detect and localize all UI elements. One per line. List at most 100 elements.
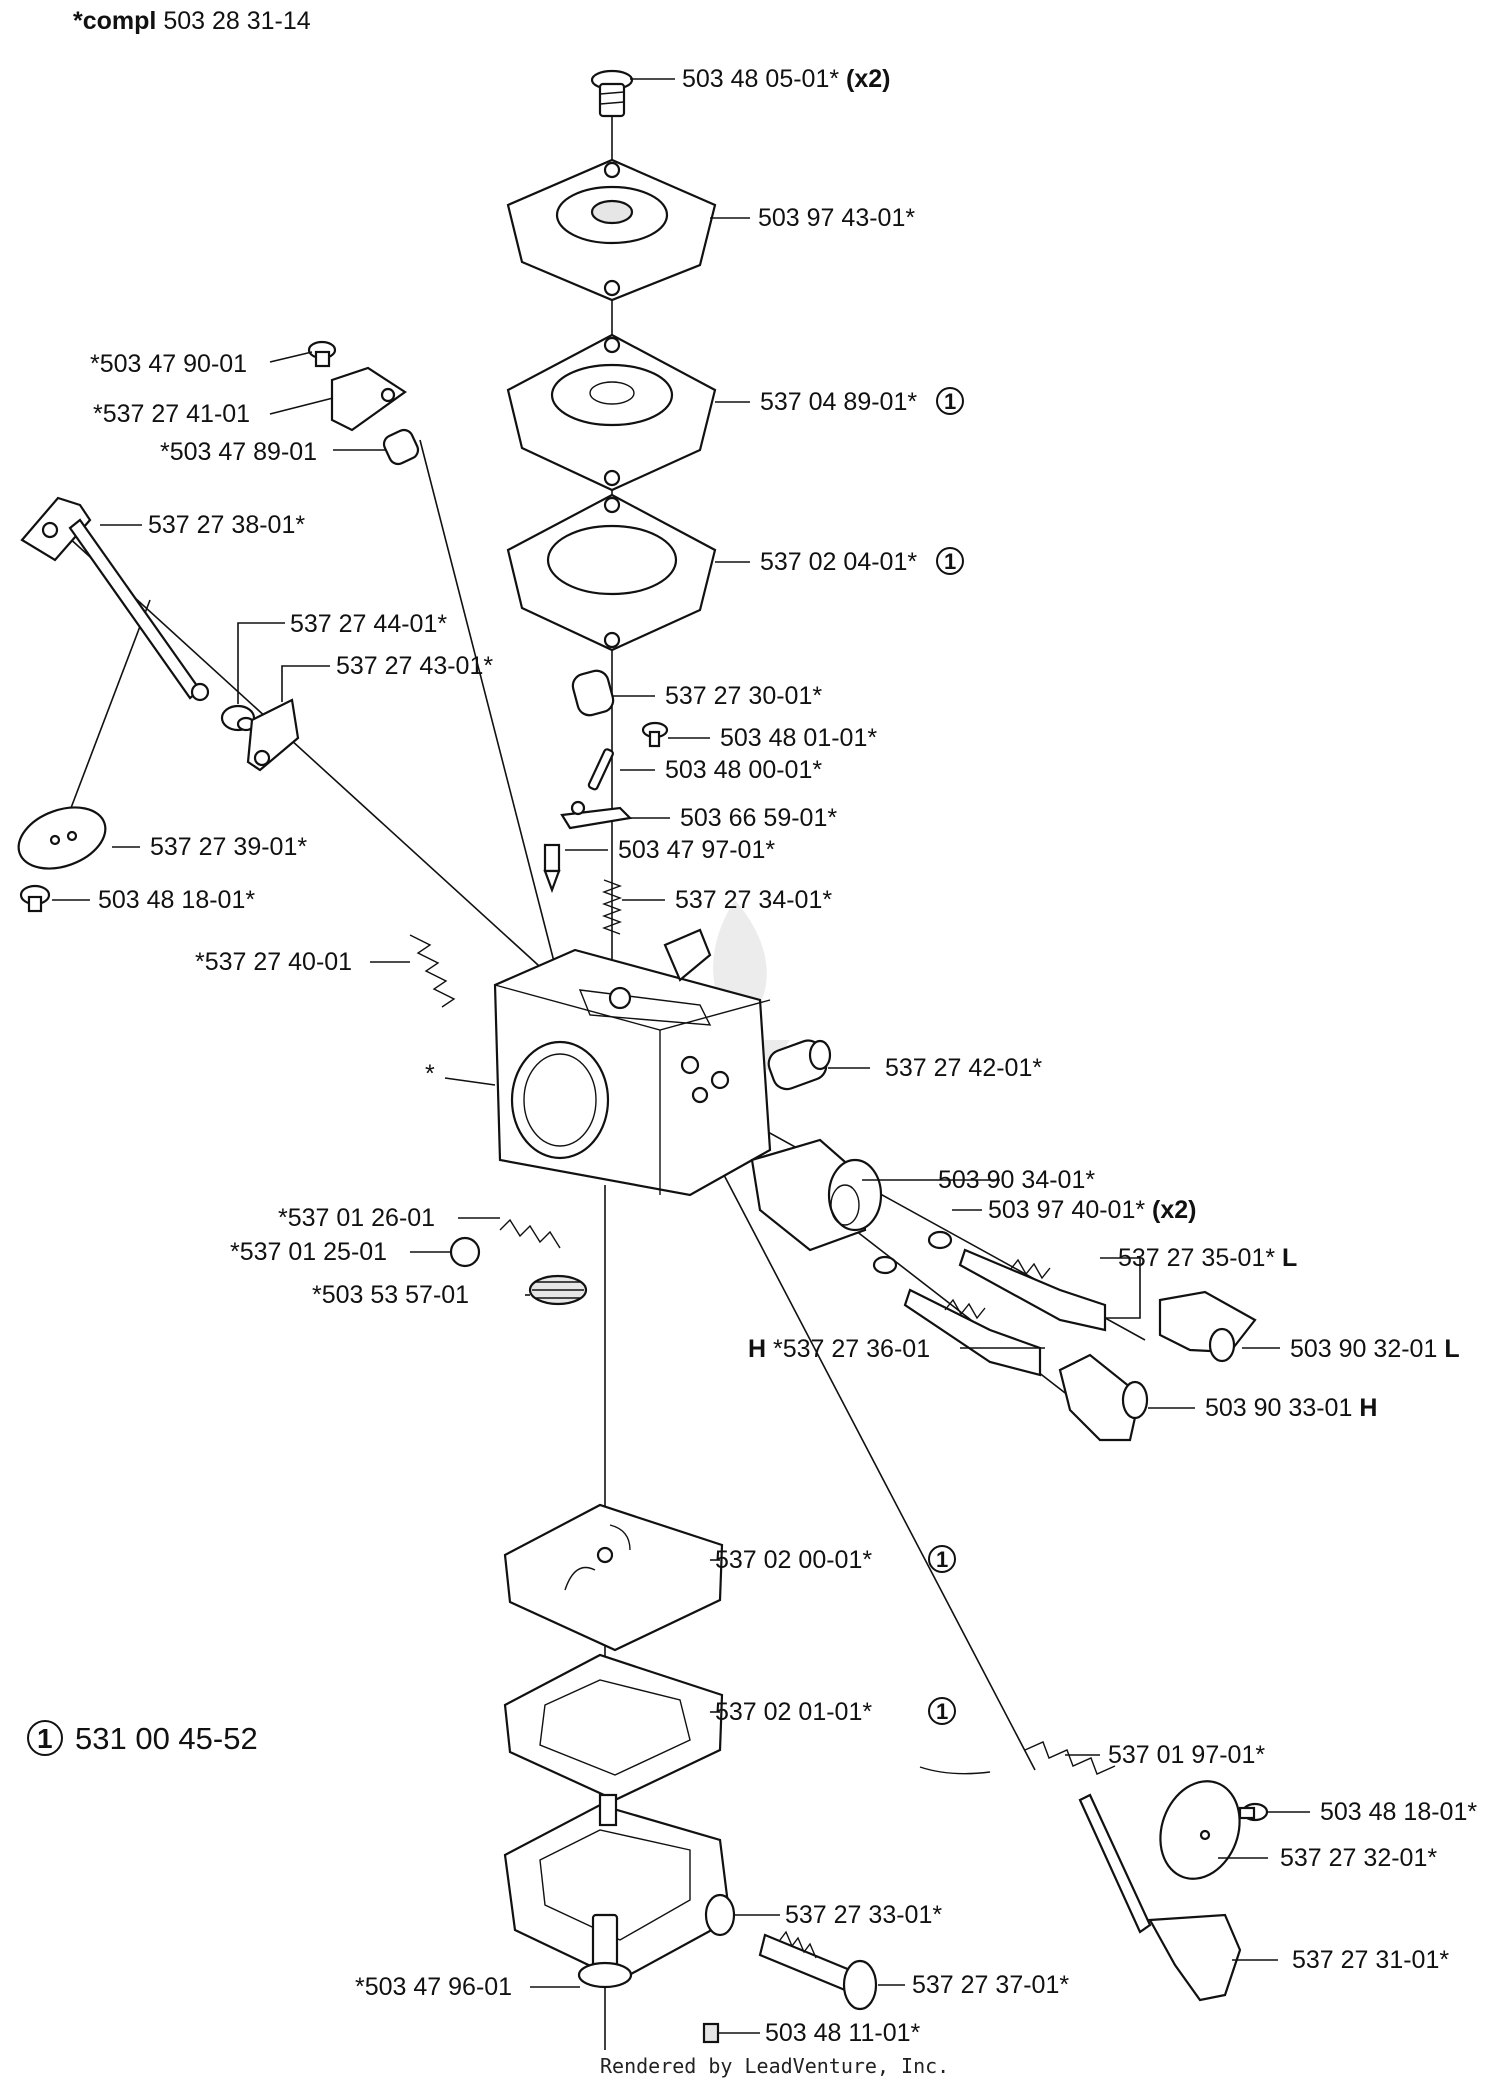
pump-cover-part <box>506 158 717 302</box>
needle-housing-part <box>750 1138 883 1252</box>
axis-line-choke-shaft <box>689 1109 1036 1771</box>
label-537-27-44-01: 537 27 44-01* <box>290 610 447 638</box>
small-screw-part <box>641 721 669 748</box>
label-537-27-31-01: 537 27 31-01* <box>1292 1946 1449 1974</box>
label-503-53-57-01: *503 53 57-01 <box>312 1281 469 1309</box>
bushing-part <box>382 428 420 466</box>
metering-cover-part <box>503 1793 736 1982</box>
choke-spring-part <box>919 1741 1116 1775</box>
compl-prefix: *compl <box>73 7 156 35</box>
choke-plate-part <box>1159 1780 1241 1880</box>
choke-screw-right-part <box>1238 1802 1269 1822</box>
svg-text:1: 1 <box>944 389 956 414</box>
limiter-cap-l-part <box>1158 1290 1257 1363</box>
label-537-27-43-01: 537 27 43-01* <box>336 652 493 680</box>
label-537-27-30-01: 537 27 30-01* <box>665 682 822 710</box>
label-537-27-35-01: 537 27 35-01* L <box>1118 1244 1297 1272</box>
needle-l-part <box>958 1248 1107 1332</box>
metering-diaphragm-part <box>503 1503 724 1652</box>
carburetor-body-part <box>493 928 772 1197</box>
kit-legend-number: 531 00 45-52 <box>75 1721 258 1756</box>
compl-header: *compl 503 28 31-14 <box>73 7 311 35</box>
axis-line-choke-lever <box>419 439 561 986</box>
kit-legend-marker: 1 <box>37 1723 53 1754</box>
label-537-02-04-01: 537 02 04-01* <box>760 548 917 576</box>
svg-text:1: 1 <box>936 1547 948 1572</box>
label-503-47-96-01: *503 47 96-01 <box>355 1973 512 2001</box>
label-537-27-42-01: 537 27 42-01* <box>885 1054 1042 1082</box>
label-537-02-01-01: 537 02 01-01* <box>715 1698 872 1726</box>
check-ball-part <box>449 1236 481 1268</box>
label-503-90-32-01: 503 90 32-01 L <box>1290 1335 1460 1363</box>
label-537-27-32-01: 537 27 32-01* <box>1280 1844 1437 1872</box>
label-537-01-25-01: *537 01 25-01 <box>230 1238 387 1266</box>
label-503-97-40-01: 503 97 40-01* (x2) <box>988 1196 1197 1224</box>
label-537-27-40-01: *537 27 40-01 <box>195 948 352 976</box>
lever-part <box>560 800 633 830</box>
label-503-48-18-01-right: 503 48 18-01* <box>1320 1798 1477 1826</box>
label-503-97-43-01: 503 97 43-01* <box>758 204 915 232</box>
kit-marker-3: 1 <box>928 1545 956 1573</box>
label-537-02-00-01: 537 02 00-01* <box>715 1546 872 1574</box>
return-spring-part <box>409 934 456 1008</box>
limiter-cap-h-part <box>1058 1353 1149 1442</box>
label-503-47-90-01: *503 47 90-01 <box>90 350 247 378</box>
o-ring-part <box>872 1230 953 1275</box>
rendered-by-footer: Rendered by LeadVenture, Inc. <box>600 2054 949 2078</box>
svg-text:1: 1 <box>936 1699 948 1724</box>
pump-gasket-part <box>506 493 717 652</box>
label-503-48-01-01: 503 48 01-01* <box>720 724 877 752</box>
label-503-47-97-01: 503 47 97-01* <box>618 836 775 864</box>
svg-text:1: 1 <box>944 549 956 574</box>
label-537-27-39-01: 537 27 39-01* <box>150 833 307 861</box>
label-537-04-89-01: 537 04 89-01* <box>760 388 917 416</box>
label-503-48-11-01: 503 48 11-01* <box>765 2019 920 2047</box>
label-537-27-33-01: 537 27 33-01* <box>785 1901 942 1929</box>
fuel-elbow-part <box>767 1039 832 1091</box>
label-503-66-59-01: 503 66 59-01* <box>680 804 837 832</box>
top-screw-part <box>590 69 634 118</box>
filter-screen-part <box>528 1274 588 1306</box>
needle-h-part <box>903 1288 1042 1377</box>
label-503-90-34-01: 503 90 34-01* <box>938 1166 1095 1194</box>
spring-top-part <box>602 879 622 935</box>
label-503-47-89-01: *503 47 89-01 <box>160 438 317 466</box>
label-537-27-38-01: 537 27 38-01* <box>148 511 305 539</box>
pump-diaphragm-part <box>506 333 717 492</box>
label-503-48-18-01-left: 503 48 18-01* <box>98 886 255 914</box>
bushing-washer-part <box>220 704 256 732</box>
idle-spring-part <box>499 1218 561 1249</box>
throttle-shaft-part <box>20 496 210 702</box>
label-537-01-26-01: *537 01 26-01 <box>278 1204 435 1232</box>
choke-lever-part <box>330 366 407 432</box>
kit-marker-4: 1 <box>928 1697 956 1725</box>
inlet-needle-part <box>543 843 561 894</box>
kit-marker-2: 1 <box>936 547 964 575</box>
choke-screw-part <box>307 340 337 368</box>
label-503-48-00-01: 503 48 00-01* <box>665 756 822 784</box>
adjust-screw-part <box>758 1930 878 2011</box>
plug-part <box>702 2022 720 2044</box>
choke-shaft-part <box>1078 1793 1242 2002</box>
compl-number: 503 28 31-14 <box>163 7 310 35</box>
label-503-90-33-01: 503 90 33-01 H <box>1205 1394 1377 1422</box>
label-537-27-34-01: 537 27 34-01* <box>675 886 832 914</box>
pin-part <box>587 748 614 791</box>
label-537-27-37-01: 537 27 37-01* <box>912 1971 1069 1999</box>
label-537-27-36-01: H *537 27 36-01 <box>748 1335 930 1363</box>
label-537-27-41-01: *537 27 41-01 <box>93 400 250 428</box>
metering-gasket-part <box>503 1653 724 1802</box>
throttle-plate-part <box>17 806 107 870</box>
leader-lines <box>52 78 1310 2034</box>
throttle-lever-part <box>246 698 300 772</box>
axis-line-throttle-shaft <box>54 524 561 986</box>
label-537-01-97-01: 537 01 97-01* <box>1108 1741 1265 1769</box>
kit-legend: 1 531 00 45-52 <box>27 1720 258 1756</box>
label-carburetor-body: * <box>425 1060 435 1088</box>
label-503-48-05-01: 503 48 05-01* (x2) <box>682 65 891 93</box>
needle-cap-part <box>571 669 615 717</box>
bottom-screw-part <box>577 1913 633 1989</box>
plate-screw-part <box>19 884 51 913</box>
kit-marker-1: 1 <box>936 387 964 415</box>
